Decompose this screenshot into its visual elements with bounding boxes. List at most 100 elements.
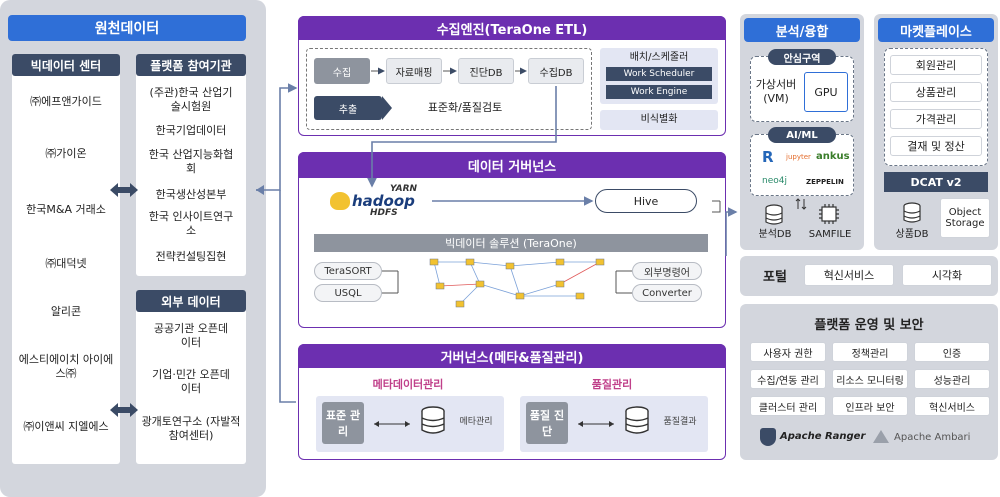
member-mgmt: 회원관리 [890,55,982,75]
ambari-icon [873,430,889,443]
quality-diag-box: 품질 진단 [526,402,568,444]
apache-ambari-logo: Apache Ambari [894,432,971,443]
analysis-db-label: 분석DB [758,228,792,240]
step-collect: 수집 [314,58,370,84]
updown-arrow-icon [795,198,807,210]
neo4j-logo: neo4j [762,176,787,186]
platform-org-1: (주관)한국 산업기술시험원 [149,86,233,113]
workflow-graph [429,258,605,308]
meta-arrow [374,421,410,427]
bigdata-item-2: ㈜가이온 [45,147,87,161]
ops-resource-monitor: 리소스 모니터링 [832,369,908,389]
gpu-box: GPU [804,72,848,112]
external-cmd-pill: 외부명령어 [632,262,702,280]
portal-title: 포털 [763,269,787,285]
external-item-2: 기업·민간 오픈데이터 [152,368,230,395]
market-title: 마켓플레이스 [878,18,994,42]
ops-performance: 성능관리 [914,369,990,389]
step-diag-db: 진단DB [458,58,514,84]
quality-db-icon [625,406,649,434]
external-data-column [136,290,246,464]
scheduler-title: 배치/스케줄러 [629,51,689,63]
yarn-label: YARN [390,184,418,194]
aiml-box [750,134,854,196]
ops-policy: 정책관리 [832,342,908,362]
bigdata-item-7: ㈜이앤씨 지엘에스 [23,420,109,434]
step-collect-db: 수집DB [528,58,584,84]
standardize-label: 표준화/품질검토 [427,101,503,115]
meta-db-icon [421,406,445,434]
collection-flow-area [306,48,592,130]
jupyter-logo: jupyter [786,153,811,161]
terasort-pill: TeraSORT [314,262,382,280]
hive-box: Hive [595,189,697,213]
product-db-icon [903,202,921,223]
portal-innovation: 혁신서비스 [804,264,894,286]
platform-org-6: 전략컨설팅집현 [155,250,227,264]
hadoop-wordmark: hadoop [352,192,415,210]
external-item-1: 공공기관 오픈데이터 [153,322,229,349]
platform-org-4: 한국생산성본부 [155,188,227,202]
step-mapping: 자료매핑 [386,58,442,84]
hdfs-label: HDFS [370,208,398,218]
portal-visualization: 시각화 [902,264,992,286]
samfile-label: SAMFILE [808,228,852,240]
usql-pill: USQL [314,284,382,302]
safe-zone-title: 안심구역 [768,49,836,65]
bigdata-item-5: 알리콘 [50,305,82,319]
collection-engine-title: 수집엔진(TeraOne ETL) [298,16,726,40]
ankus-logo: ankus [816,151,850,162]
quality-db-label: 품질결과 [663,417,697,428]
platform-org-5: 한국 인사이트연구소 [148,210,234,237]
product-mgmt: 상품관리 [890,82,982,102]
standard-mgmt-box: 표준 관리 [322,402,364,444]
platform-orgs-header: 플랫폼 참여기관 [136,54,246,76]
deid-box: 비식별화 [600,110,718,130]
bigdata-center-column [12,54,120,464]
analysis-title: 분석/융합 [744,18,860,42]
aiml-title: AI/ML [768,127,836,143]
bigdata-item-4: ㈜대덕넷 [45,257,87,271]
meta-governance-title: 거버넌스(메타&품질관리) [298,344,726,368]
r-logo: R [762,148,774,166]
external-item-3: 광개토연구소 (자발적 참여센터) [141,415,241,442]
ops-innovation: 혁신서비스 [914,396,990,416]
extract-arrow-box: 추출 [314,96,382,120]
ops-infra-security: 인프라 보안 [832,396,908,416]
ops-integration: 수집/연동 관리 [750,369,826,389]
quality-mgmt-title: 품질관리 [591,378,633,391]
bigdata-solution-bar: 빅데이터 솔루션 (TeraOne) [314,234,708,252]
ranger-shield-icon [760,428,776,446]
payment-settlement: 결재 및 정산 [890,136,982,156]
price-mgmt: 가격관리 [890,109,982,129]
bigdata-center-header: 빅데이터 센터 [12,54,120,76]
zeppelin-logo: ZEPPELIN [806,178,844,186]
elephant-icon [330,192,350,210]
platform-org-2: 한국기업데이터 [155,124,227,138]
platform-orgs-column [136,54,246,276]
quality-arrow [578,421,614,427]
meta-db-label: 메타관리 [459,417,493,428]
work-scheduler-chip: Work Scheduler [606,67,712,81]
meta-mgmt-title: 메타데이터관리 [372,378,444,391]
platform-org-3: 한국 산업지능화협회 [148,148,234,175]
external-data-header: 외부 데이터 [136,290,246,312]
dcat-bar: DCAT v2 [884,172,988,192]
ops-cluster: 클러스터 관리 [750,396,826,416]
work-engine-chip: Work Engine [606,85,712,99]
vm-label: 가상서버 (VM) [755,78,797,105]
data-governance-title: 데이터 거버넌스 [298,152,726,178]
bigdata-item-6: 에스티에이치 아이에스㈜ [18,353,114,380]
object-storage-box: Object Storage [940,198,990,238]
source-data-title: 원천데이터 [8,15,246,41]
ops-authentication: 인증 [914,342,990,362]
analysis-db-icon [765,204,783,225]
ops-user-auth: 사용자 권한 [750,342,826,362]
product-db-label: 상품DB [895,228,929,240]
apache-ranger-logo: Apache Ranger [780,431,866,442]
hadoop-logo: YARN hadoop HDFS [330,184,430,220]
converter-pill: Converter [632,284,702,302]
bigdata-item-3: 한국M&A 거래소 [26,203,106,217]
bigdata-item-1: ㈜에프앤가이드 [30,95,102,109]
